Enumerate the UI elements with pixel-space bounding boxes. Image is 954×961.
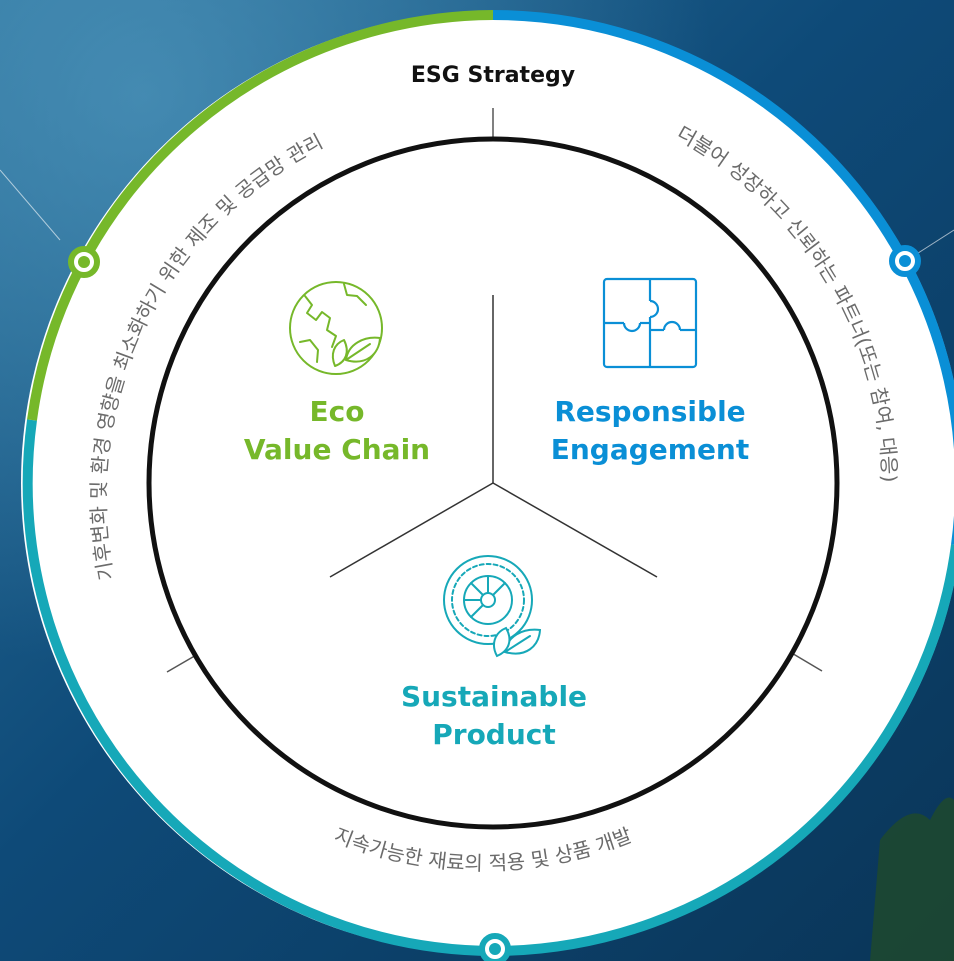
globe-leaf-icon [289,281,383,375]
responsible-label-line2: Engagement [551,433,750,466]
divider-right [789,651,823,672]
rim-arc-green [27,10,494,421]
node-teal-dot [489,943,501,955]
eco-label-line1: Eco [310,395,365,428]
sustainable-label-line2: Product [432,718,556,751]
tire-leaf-icon [443,555,542,658]
puzzle-icon [602,277,698,369]
node-green-dot [78,256,90,268]
responsible-label-line1: Responsible [554,395,745,428]
y-divider-left [329,482,494,578]
rim-arc-blue [492,10,954,545]
divider-left [166,653,199,673]
rim-arc-teal-left [22,419,494,956]
rim-arc-teal-right [492,544,954,956]
y-divider-right [492,482,658,578]
sustainable-label-line1: Sustainable [401,680,587,713]
diagram-title: ESG Strategy [411,63,575,88]
eco-label-line2: Value Chain [244,433,430,466]
node-blue-dot [899,255,911,267]
